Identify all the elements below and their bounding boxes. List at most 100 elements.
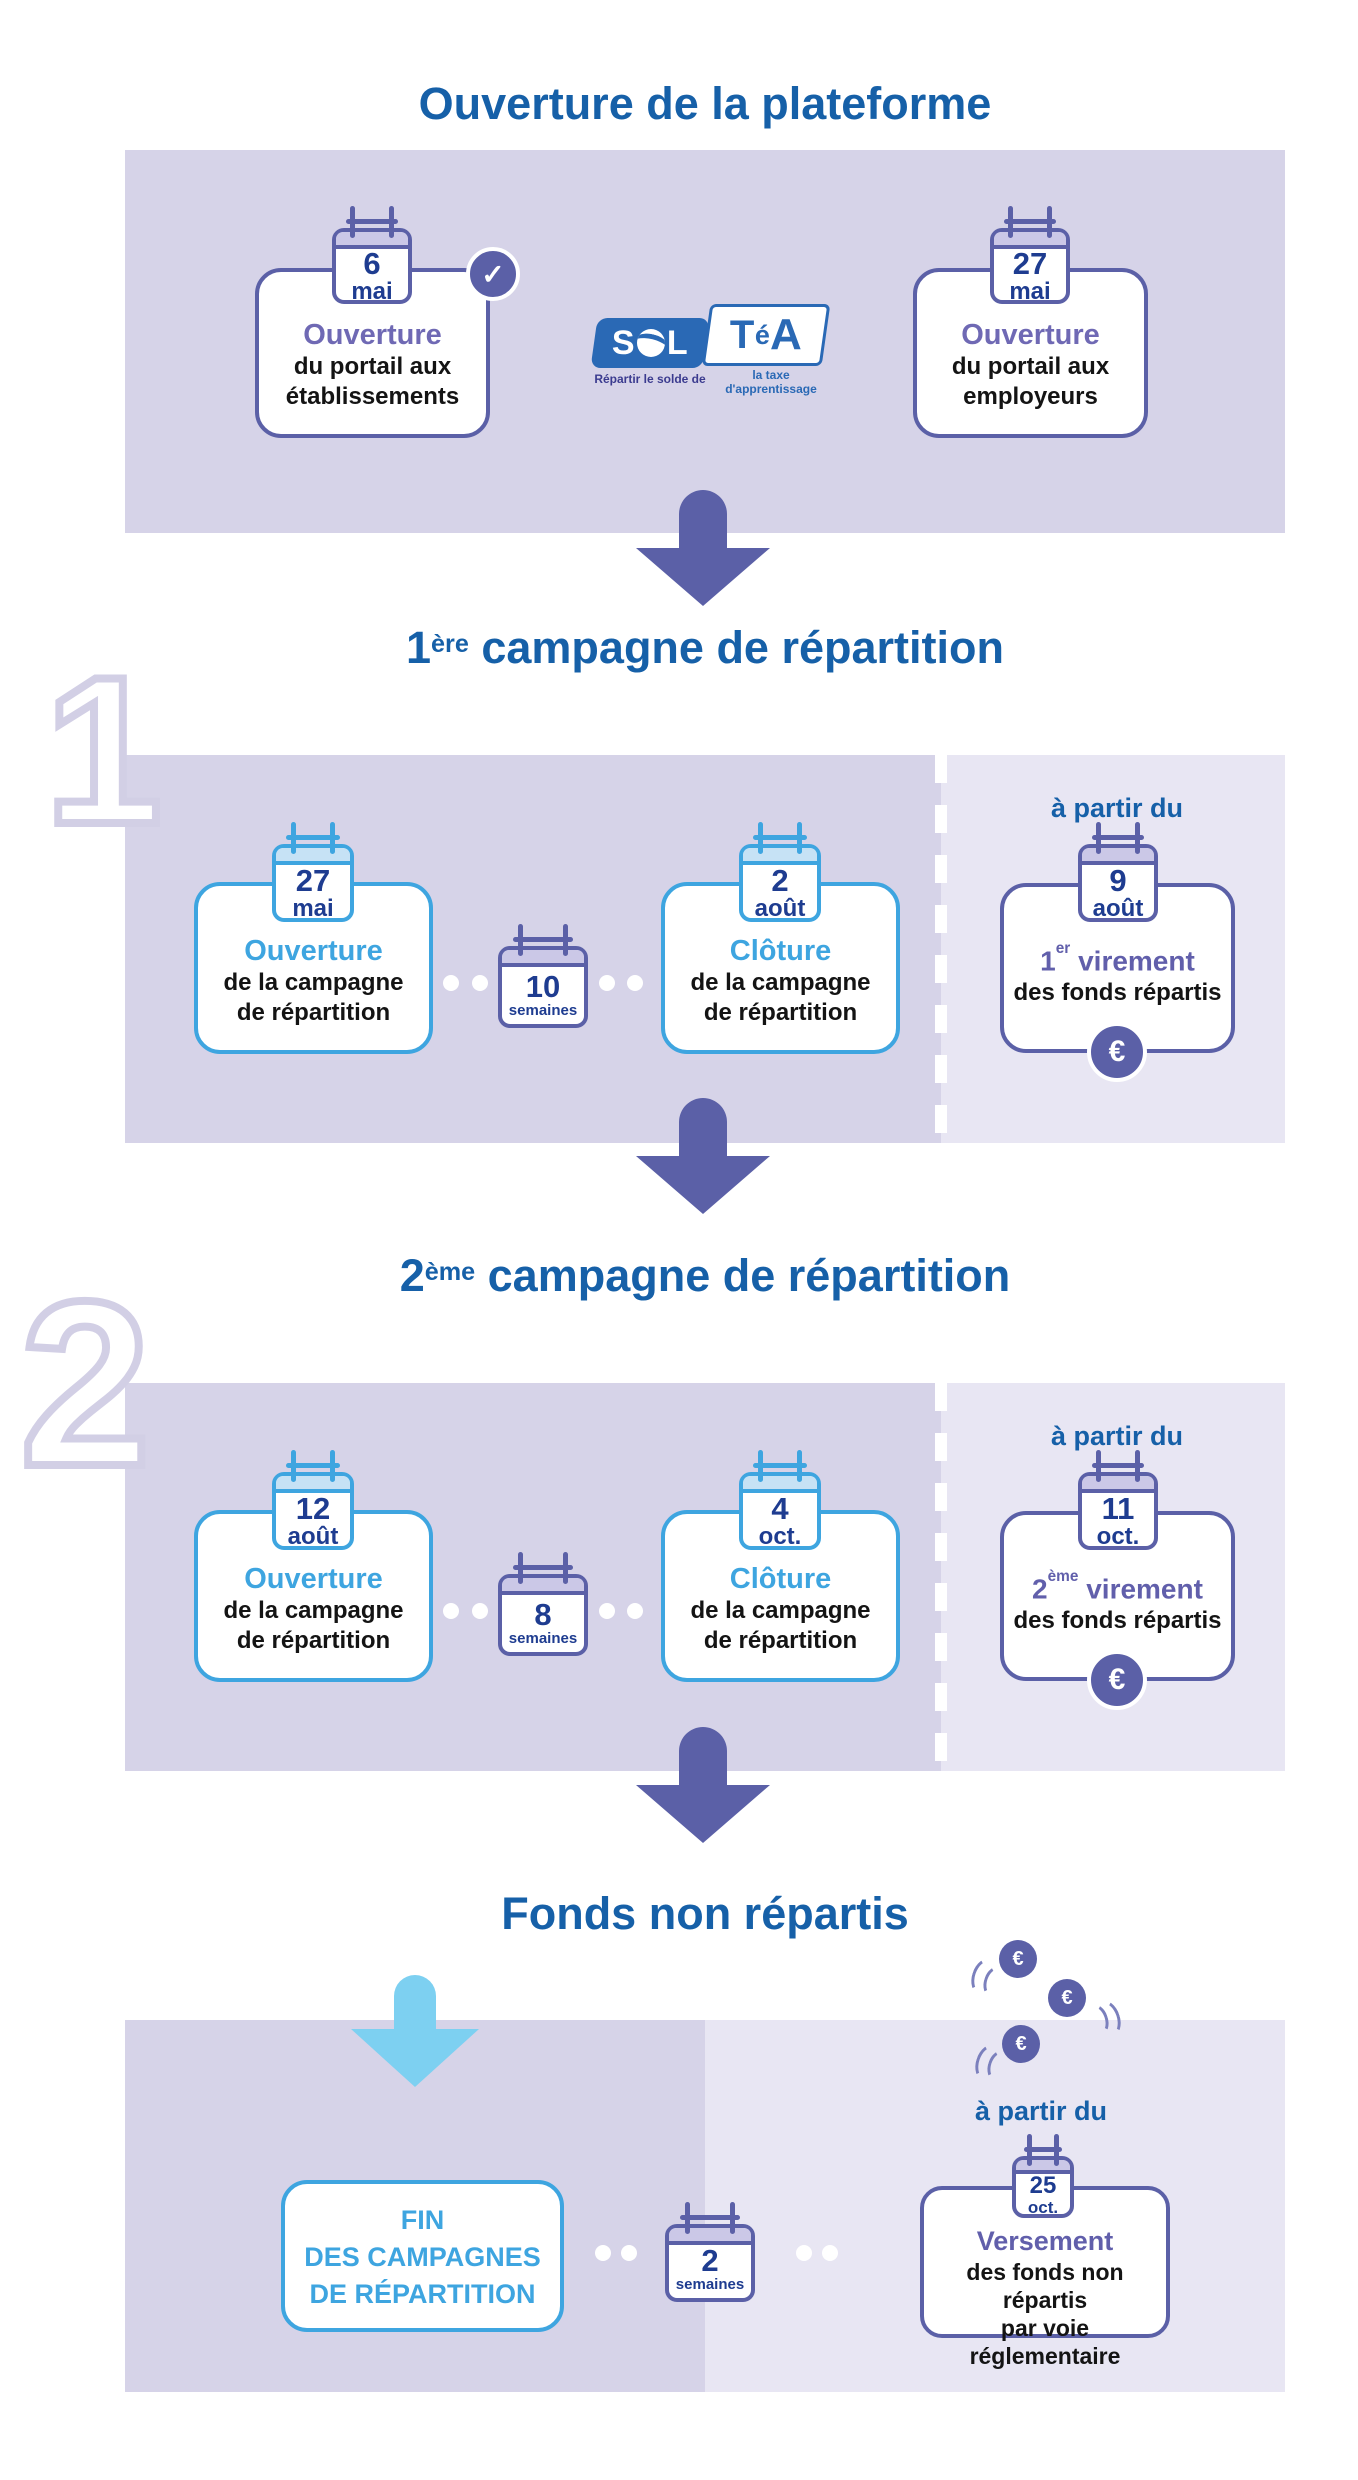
title-text: campagne de répartition — [475, 1250, 1011, 1301]
card-line: des fonds non répartis — [966, 2259, 1124, 2313]
check-icon: ✓ — [466, 247, 520, 301]
dot — [627, 975, 643, 991]
heading-superscript: er — [1055, 940, 1071, 958]
calendar-hanger-icon — [518, 1552, 524, 1584]
card-line: de répartition — [236, 1627, 391, 1654]
calendar-hanger-icon — [330, 1450, 336, 1482]
calendar-27-mai: 27 mai — [990, 206, 1070, 305]
calendar-12-aout: 12 août — [272, 1450, 354, 1550]
card-heading: Ouverture — [244, 935, 383, 967]
dot — [595, 2245, 611, 2261]
calendar-band — [336, 232, 408, 249]
calendar-hanger-bar — [1023, 2147, 1063, 2152]
calendar-day: 2 — [771, 863, 789, 898]
calendar-4-oct: 4 oct. — [739, 1450, 821, 1550]
calendar-25-oct: 25 oct. — [1012, 2134, 1074, 2218]
calendar-month: oct. — [1027, 2198, 1059, 2217]
logo-tea-block: T é A — [701, 304, 831, 366]
calendar-hanger-icon — [797, 822, 803, 854]
calendar-day: 27 — [295, 863, 331, 898]
heading-number: 2 — [1032, 1573, 1048, 1605]
calendar-hanger-icon — [562, 1552, 568, 1584]
calendar-hanger-icon — [330, 822, 336, 854]
watermark-digit-2: 2 — [16, 1252, 155, 1515]
card-line: de répartition — [703, 999, 858, 1026]
card-heading: Clôture — [729, 1563, 832, 1595]
calendar-hanger-bar — [286, 1463, 340, 1468]
calendar-hanger-bar — [1092, 835, 1144, 840]
logo-tagline-left: Répartir le solde de — [594, 372, 706, 386]
logo-sol-block: S L — [590, 318, 710, 368]
card-heading: Clôture — [729, 935, 832, 967]
card-ouverture-campagne2: Ouverture de la campagne de répartition — [194, 1510, 433, 1682]
a-partir-du-label: à partir du — [1050, 793, 1184, 823]
calendar-month: mai — [351, 278, 393, 305]
calendar-band — [669, 2228, 751, 2245]
calendar-day: 4 — [771, 1491, 789, 1526]
duration-unit: semaines — [508, 1630, 578, 1647]
calendar-month: mai — [1009, 278, 1051, 305]
calendar-day: 25 — [1029, 2172, 1057, 2199]
euro-coin-icon: € — [1087, 1650, 1147, 1710]
calendar-hanger-icon — [1046, 206, 1052, 238]
calendar-band — [743, 848, 817, 865]
platform-title: Ouverture de la plateforme — [418, 78, 992, 129]
dot — [472, 1603, 488, 1619]
calendar-hanger-bar — [513, 1565, 573, 1570]
logo-letter-l: L — [666, 323, 688, 362]
calendar-hanger-icon — [1134, 1450, 1140, 1482]
card-line: de la campagne — [690, 1597, 871, 1624]
calendar-month: août — [1092, 895, 1144, 922]
card-line: DE RÉPARTITION — [309, 2279, 536, 2309]
duration-value: 8 — [534, 1597, 552, 1632]
calendar-hanger-icon — [797, 1450, 803, 1482]
card-line: par voie réglementaire — [969, 2315, 1121, 2369]
card-heading: 2ème virement — [1004, 1567, 1231, 1606]
duration-value: 2 — [701, 2243, 719, 2278]
card-heading: Ouverture — [244, 1563, 383, 1595]
calendar-band — [743, 1476, 817, 1493]
logo-letter-t: T — [730, 312, 755, 357]
calendar-2-semaines: 2 semaines — [665, 2202, 755, 2302]
calendar-11-oct: 11 oct. — [1078, 1450, 1158, 1550]
title-number: 1 — [406, 622, 432, 673]
title-text: campagne de répartition — [468, 622, 1004, 673]
card-heading: Ouverture — [961, 319, 1100, 351]
calendar-hanger-bar — [286, 835, 340, 840]
calendar-band — [276, 1476, 350, 1493]
card-line: du portail aux — [293, 353, 452, 380]
calendar-2-aout: 2 août — [739, 822, 821, 922]
calendar-day: 27 — [1012, 246, 1048, 281]
calendar-10-semaines: 10 semaines — [498, 924, 588, 1028]
calendar-band — [994, 232, 1066, 249]
heading-text: virement — [1078, 1573, 1203, 1605]
heading-superscript: ème — [1047, 1568, 1079, 1586]
a-partir-du-label: à partir du — [974, 2096, 1108, 2126]
calendar-day: 6 — [363, 246, 381, 281]
calendar-hanger-bar — [1092, 1463, 1144, 1468]
calendar-month: août — [287, 1523, 339, 1550]
title-number: 2 — [399, 1250, 425, 1301]
logo-letter-e: é — [754, 319, 770, 350]
calendar-hanger-icon — [1096, 1450, 1102, 1482]
campaign2-title: 2ème campagne de répartition — [125, 1250, 1285, 1309]
calendar-hanger-icon — [1134, 822, 1140, 854]
calendar-band — [276, 848, 350, 865]
dot — [443, 1603, 459, 1619]
arrow-down-icon — [636, 1727, 770, 1843]
soltea-logo: S L T é A Répartir le solde de la taxe d… — [590, 298, 834, 396]
calendar-band — [1016, 2160, 1070, 2174]
watermark-digit-1: 1 — [41, 633, 166, 868]
card-heading: Ouverture — [303, 319, 442, 351]
calendar-hanger-icon — [1008, 206, 1014, 238]
card-line: des fonds répartis — [1013, 1607, 1222, 1635]
calendar-hanger-bar — [346, 219, 398, 224]
euro-coin-icon: € — [1002, 2025, 1040, 2063]
card-heading: 1er virement — [1004, 939, 1231, 978]
card-line: FIN — [400, 2205, 445, 2235]
calendar-hanger-icon — [518, 924, 524, 956]
dashed-separator — [935, 755, 947, 1143]
duration-unit: semaines — [508, 1002, 578, 1019]
calendar-month: mai — [292, 895, 334, 922]
